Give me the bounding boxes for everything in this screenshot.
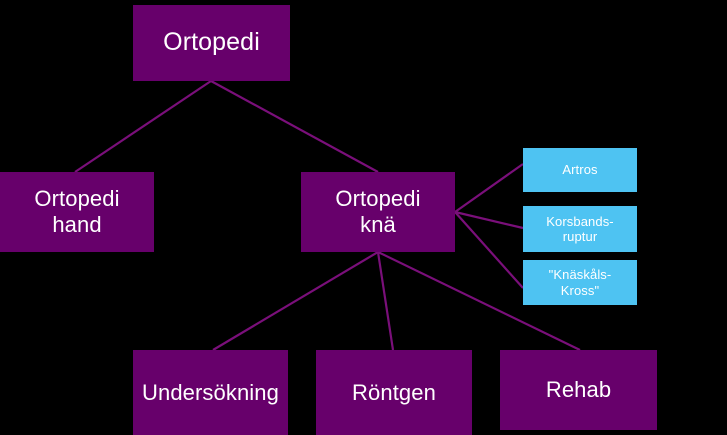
node-korsbandsruptur[interactable]: Korsbands- ruptur xyxy=(523,206,637,252)
node-artros[interactable]: Artros xyxy=(523,148,637,192)
node-rontgen[interactable]: Röntgen xyxy=(316,350,472,435)
edge-kna-to-knaskalskross xyxy=(454,211,524,289)
edge-ortopedi-to-kna xyxy=(210,80,379,173)
node-label-knaskalskross: "Knäskåls- Kross" xyxy=(548,267,612,298)
edge-kna-to-undersokning xyxy=(212,251,379,351)
node-label-ortopedi: Ortopedi xyxy=(163,28,260,57)
node-label-rontgen: Röntgen xyxy=(352,379,436,405)
edge-kna-to-rontgen xyxy=(376,251,395,351)
node-ortopedi[interactable]: Ortopedi xyxy=(133,5,290,81)
edge-ortopedi-to-hand xyxy=(74,80,212,173)
node-label-korsbandsruptur: Korsbands- ruptur xyxy=(546,213,614,244)
edge-kna-to-artros xyxy=(454,163,524,213)
node-ortopedi-kna[interactable]: Ortopedi knä xyxy=(301,172,455,252)
node-rehab[interactable]: Rehab xyxy=(500,350,657,430)
node-label-undersokning: Undersökning xyxy=(142,379,279,405)
node-undersokning[interactable]: Undersökning xyxy=(133,350,288,435)
node-ortopedi-hand[interactable]: Ortopedi hand xyxy=(0,172,154,252)
node-label-rehab: Rehab xyxy=(545,377,612,403)
node-label-ortopedi-hand: Ortopedi hand xyxy=(34,186,120,237)
node-knaskalskross[interactable]: "Knäskåls- Kross" xyxy=(523,260,637,305)
node-label-ortopedi-kna: Ortopedi knä xyxy=(335,186,421,237)
node-label-artros: Artros xyxy=(562,162,598,178)
edge-kna-to-korsbandsruptur xyxy=(454,210,524,230)
